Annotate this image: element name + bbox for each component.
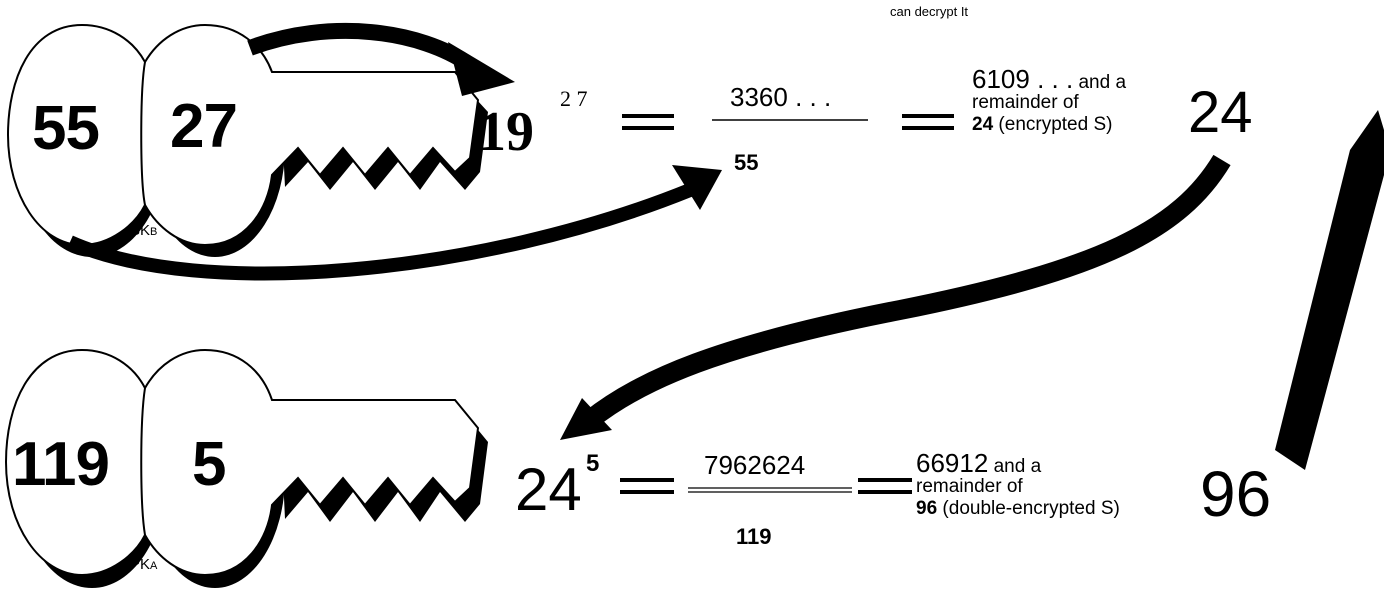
top-key xyxy=(6,23,488,257)
bottom-key-label: PKA xyxy=(130,556,158,573)
top-arrow-lower xyxy=(67,165,722,281)
bottom-key xyxy=(4,348,488,588)
top-arrow-upper xyxy=(247,22,515,96)
bottom-fraction-bar xyxy=(688,487,852,493)
bottom-key-right-number: 5 xyxy=(192,430,226,499)
top-key-body xyxy=(6,23,480,247)
bottom-base: 24 xyxy=(515,456,582,523)
caption-text: can decrypt It xyxy=(890,4,969,19)
top-result-value: 24 xyxy=(1188,80,1253,145)
top-key-left-number: 55 xyxy=(32,94,100,163)
top-denominator: 55 xyxy=(734,150,759,175)
top-exponent: 2 7 xyxy=(560,86,588,111)
top-result-text: 6109 . . . and a remainder of 24 (encryp… xyxy=(972,64,1127,135)
right-wedge xyxy=(1275,110,1384,470)
bottom-result-value: 96 xyxy=(1200,458,1272,530)
top-key-label: SKB xyxy=(130,222,158,239)
bottom-result-text: 66912 and a remainder of 96 (double-encr… xyxy=(916,448,1120,519)
equals-signs xyxy=(620,114,954,494)
bottom-numerator: 7962624 xyxy=(704,450,806,480)
bottom-exponent: 5 xyxy=(586,450,600,477)
bottom-denominator: 119 xyxy=(736,524,772,549)
top-numerator: 3360 . . . xyxy=(730,82,832,112)
middle-arrow xyxy=(560,154,1231,440)
top-base: 19 xyxy=(478,101,534,163)
bottom-key-body xyxy=(4,348,480,577)
bottom-key-left-number: 119 xyxy=(12,430,110,499)
top-key-right-number: 27 xyxy=(170,92,238,161)
